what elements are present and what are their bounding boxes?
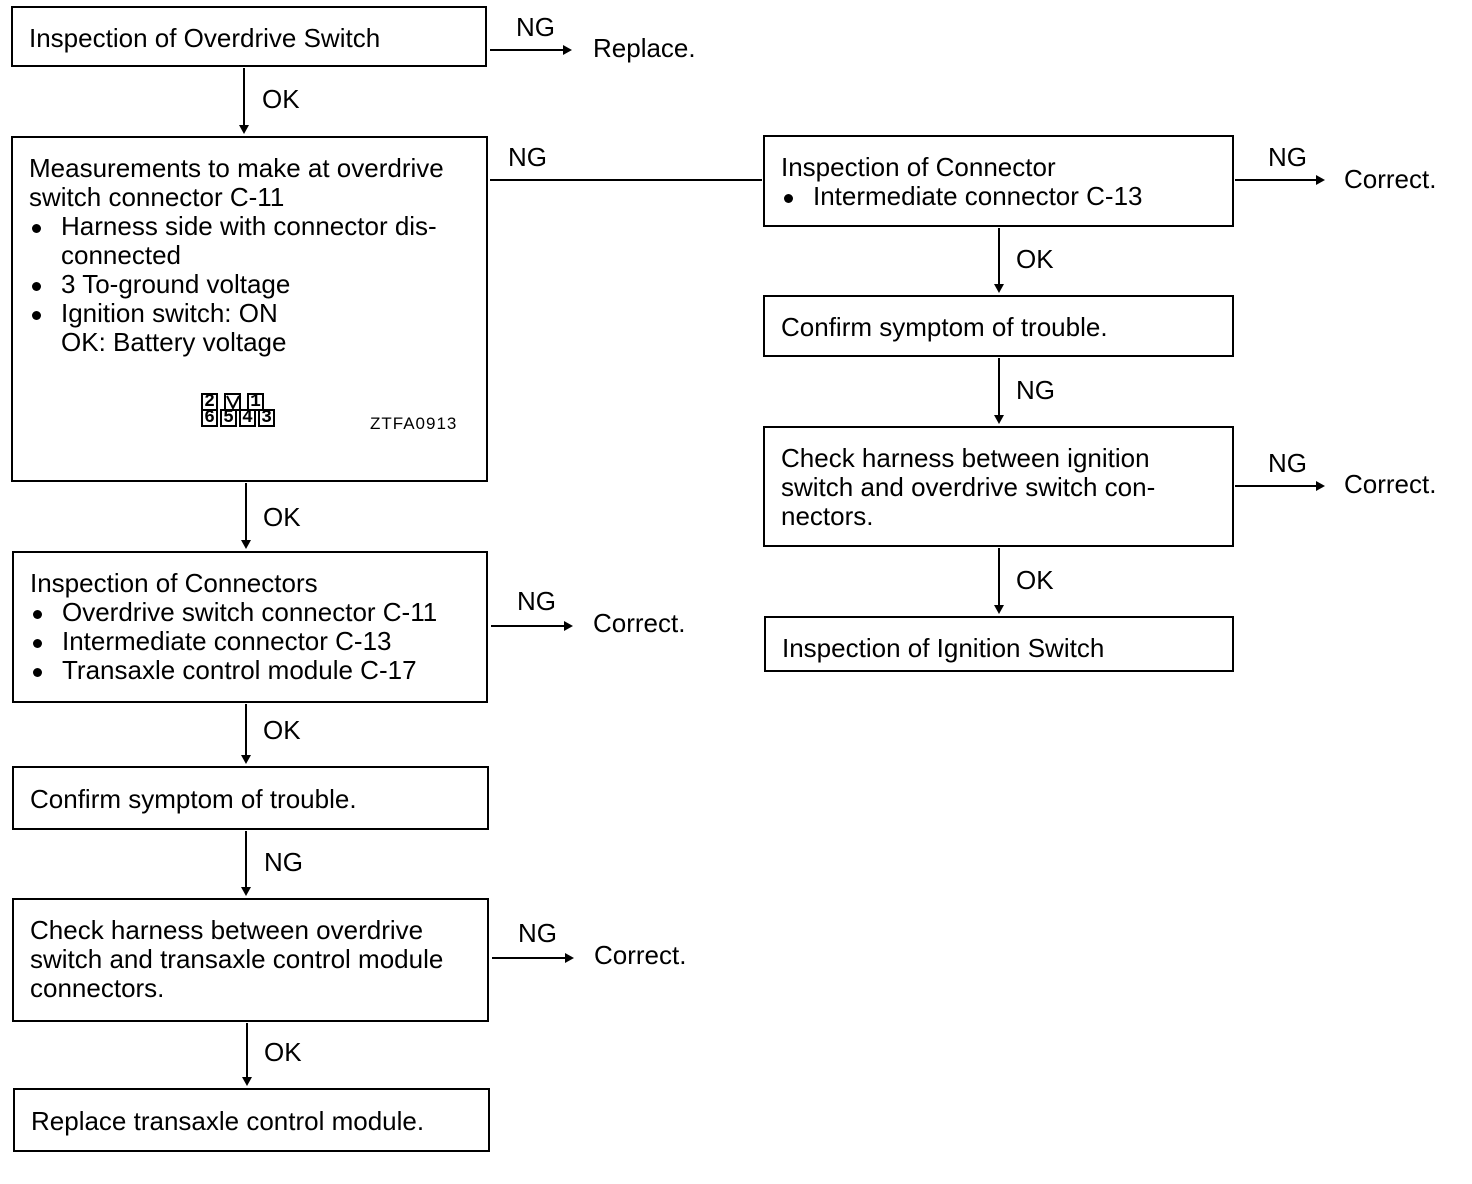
step-inspect-ignition-switch: Inspection of Ignition Switch <box>764 616 1234 672</box>
list-item-text: Overdrive switch connector C-11 <box>62 597 438 627</box>
step-replace-tcm: Replace transaxle control module. <box>13 1088 490 1152</box>
ng-label: NG <box>518 918 557 948</box>
pin-6: 6 <box>201 409 218 427</box>
list-item: Intermediate connector C-13 <box>781 182 1216 211</box>
pin-5: 5 <box>220 409 237 427</box>
step-inspect-connector-c13: Inspection of Connector Intermediate con… <box>763 135 1234 227</box>
pin-key <box>224 393 241 411</box>
arrow-s1-s2 <box>239 68 249 134</box>
step-confirm-symptom-right: Confirm symptom of trouble. <box>763 295 1234 357</box>
arrow-r3-r4 <box>994 548 1004 614</box>
step-line2: switch and transaxle control module <box>30 944 444 974</box>
step-inspect-connectors: Inspection of Connectors Overdrive switc… <box>12 551 488 703</box>
connector-list: Intermediate connector C-13 <box>781 182 1216 211</box>
arrow-s3-s4 <box>241 704 251 764</box>
connector-list: Overdrive switch connector C-11 Intermed… <box>30 598 470 685</box>
list-item-text-cont: connected <box>61 240 181 270</box>
step-title: Confirm symptom of trouble. <box>30 784 357 814</box>
list-item: Intermediate connector C-13 <box>30 627 470 656</box>
list-item-text: Ignition switch: ON <box>61 298 278 328</box>
ng-label: NG <box>1016 375 1055 405</box>
step-check-harness-ignition: Check harness between ignition switch an… <box>763 426 1234 547</box>
step-line3: nectors. <box>781 501 874 531</box>
ng-label: NG <box>516 12 555 42</box>
ok-label: OK <box>1016 244 1054 274</box>
step-line2: switch and overdrive switch con- <box>781 472 1156 502</box>
pin-4: 4 <box>239 409 256 427</box>
correct-action: Correct. <box>594 940 687 970</box>
correct-action: Correct. <box>1344 164 1437 194</box>
ng-label: NG <box>1268 142 1307 172</box>
arrow-s2-s3 <box>241 483 251 549</box>
measurement-list: Harness side with connector dis- connect… <box>29 212 470 328</box>
step-title: Inspection of Connectors <box>30 568 318 598</box>
step-title-line1: Measurements to make at overdrive <box>29 153 444 183</box>
ng-label: NG <box>517 586 556 616</box>
ng-label: NG <box>264 847 303 877</box>
step-line1: Check harness between ignition <box>781 443 1150 473</box>
ok-label: OK <box>263 715 301 745</box>
ng-label: NG <box>1268 448 1307 478</box>
step-title: Confirm symptom of trouble. <box>781 312 1108 342</box>
arrow-r1-r2 <box>994 228 1004 293</box>
arrow-s5-ng <box>492 953 574 963</box>
ng-label: NG <box>508 142 547 172</box>
arrow-r2-r3 <box>994 358 1004 424</box>
arrow-r3-ng <box>1235 481 1325 491</box>
list-item: Overdrive switch connector C-11 <box>30 598 470 627</box>
step-title: Inspection of Connector <box>781 152 1056 182</box>
step-confirm-symptom: Confirm symptom of trouble. <box>12 766 489 830</box>
arrow-r1-ng <box>1235 175 1325 185</box>
step-inspect-overdrive-switch: Inspection of Overdrive Switch <box>11 6 487 67</box>
ok-label: OK <box>264 1037 302 1067</box>
list-item-text: Transaxle control module C-17 <box>62 655 417 685</box>
line-s2-to-r1 <box>490 179 762 181</box>
arrow-s4-s5 <box>241 831 251 896</box>
correct-action: Correct. <box>593 608 686 638</box>
ok-label: OK <box>1016 565 1054 595</box>
step-line1: Check harness between overdrive <box>30 915 424 945</box>
list-item-text: Harness side with connector dis- <box>61 211 437 241</box>
step-title-line2: switch connector C-11 <box>29 182 285 212</box>
list-item: Harness side with connector dis- connect… <box>29 212 470 270</box>
list-item-text: Intermediate connector C-13 <box>62 626 392 656</box>
list-item: Ignition switch: ON <box>29 299 470 328</box>
arrow-s3-ng <box>491 621 573 631</box>
ok-label: OK <box>262 84 300 114</box>
list-item: 3 To-ground voltage <box>29 270 470 299</box>
ok-criterion: OK: Battery voltage <box>61 327 287 357</box>
connector-diagram: 2 1 6 5 4 3 <box>201 393 275 427</box>
connector-row-bottom: 6 5 4 3 <box>201 409 275 427</box>
ok-label: OK <box>263 502 301 532</box>
key-notch-icon <box>226 395 240 409</box>
step-measurements: Measurements to make at overdrive switch… <box>11 136 488 482</box>
figure-code: ZTFA0913 <box>370 414 458 433</box>
correct-action: Correct. <box>1344 469 1437 499</box>
step-title: Inspection of Overdrive Switch <box>29 23 381 53</box>
pin-3: 3 <box>258 409 275 427</box>
step-title: Inspection of Ignition Switch <box>782 633 1105 663</box>
replace-action: Replace. <box>593 33 696 63</box>
list-item-text: 3 To-ground voltage <box>61 269 291 299</box>
step-title: Replace transaxle control module. <box>31 1106 425 1136</box>
list-item: Transaxle control module C-17 <box>30 656 470 685</box>
list-item-text: Intermediate connector C-13 <box>813 181 1143 211</box>
arrow-s5-s6 <box>242 1023 252 1086</box>
step-check-harness-tcm: Check harness between overdrive switch a… <box>12 898 489 1022</box>
step-line3: connectors. <box>30 973 165 1003</box>
arrow-s1-ng <box>490 45 572 55</box>
